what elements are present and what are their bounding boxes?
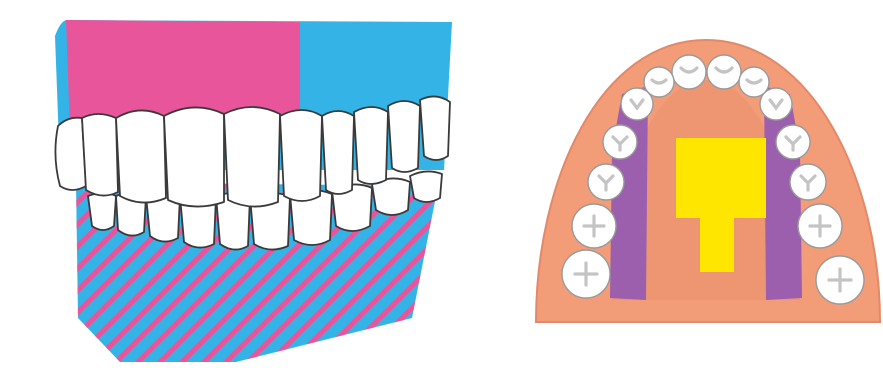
upper-tooth bbox=[55, 118, 86, 190]
upper-tooth bbox=[354, 107, 388, 184]
occlusal-tooth bbox=[621, 88, 653, 120]
upper-tooth bbox=[116, 110, 166, 202]
upper-tooth bbox=[224, 107, 280, 207]
hatch-stripe bbox=[0, 170, 22, 370]
upper-tooth bbox=[82, 114, 118, 196]
upper-tooth bbox=[164, 107, 224, 206]
hatch-stripe bbox=[0, 170, 44, 370]
upper-tooth bbox=[280, 110, 322, 201]
maxillary-arch-occlusal-view bbox=[536, 40, 880, 322]
hatch-stripe bbox=[0, 170, 66, 370]
occlusal-tooth bbox=[760, 88, 792, 120]
upper-tooth bbox=[420, 96, 450, 160]
lower-tooth bbox=[88, 193, 116, 230]
lower-tooth bbox=[410, 171, 442, 202]
upper-tooth bbox=[388, 101, 420, 172]
upper-tooth bbox=[322, 111, 354, 194]
hatch-stripe bbox=[0, 170, 88, 370]
